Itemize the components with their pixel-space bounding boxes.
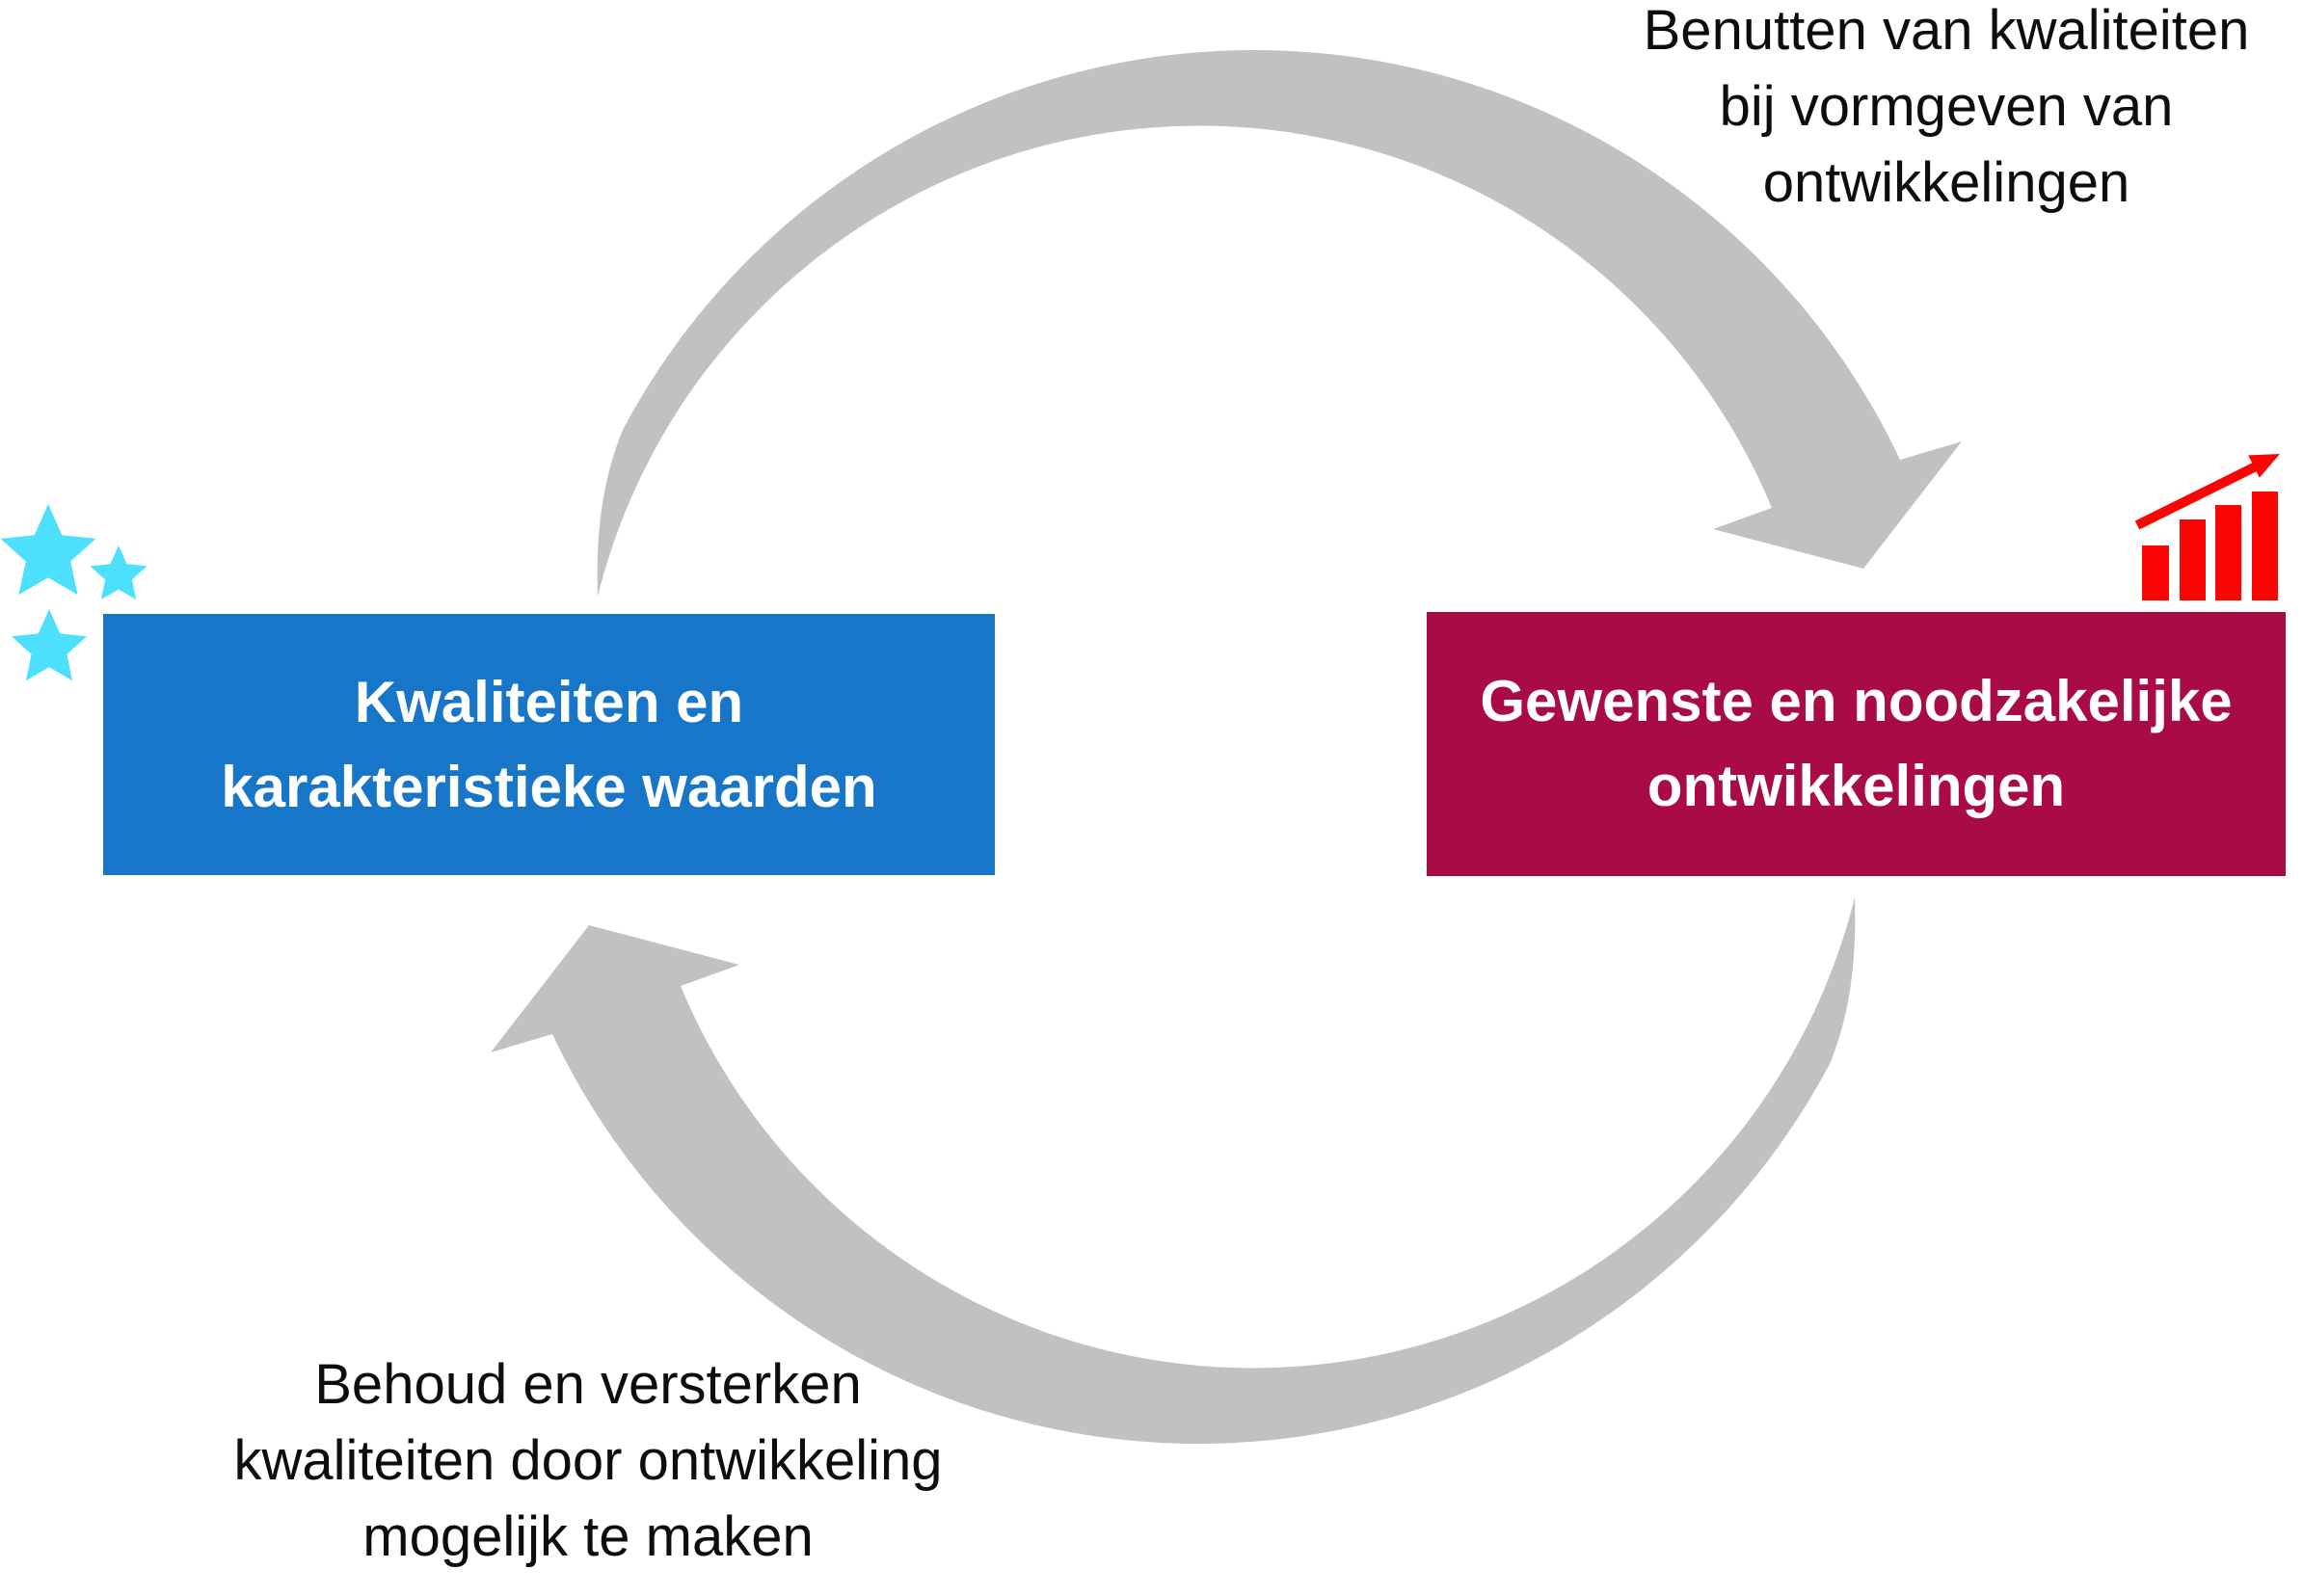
trend-arrow-shaft [2134, 462, 2259, 530]
star-large-icon [0, 504, 96, 596]
top-caption: Benutten van kwaliteiten bij vormgeven v… [1513, 0, 2303, 221]
trend-arrow-head-icon [2248, 454, 2280, 478]
qualities-box-line-2: karakteristieke waarden [221, 754, 877, 819]
bottom-caption-line-3: mogelijk te maken [362, 1505, 814, 1568]
top-caption-line-2: bij vormgeven van [1719, 75, 2174, 138]
stars-icon [0, 504, 147, 681]
qualities-box: Kwaliteiten en karakteristieke waarden [103, 614, 995, 875]
developments-box-line-2: ontwikkelingen [1647, 754, 2066, 818]
bottom-caption-line-2: kwaliteiten door ontwikkeling [233, 1429, 943, 1492]
cycle-arrow-bottom-icon [491, 897, 1856, 1445]
bottom-caption: Behoud en versterken kwaliteiten door on… [58, 1346, 1118, 1575]
top-caption-line-3: ontwikkelingen [1762, 151, 2130, 214]
qualities-box-line-1: Kwaliteiten en [354, 669, 744, 734]
chart-bar-4 [2252, 492, 2278, 600]
developments-box-line-1: Gewenste en noodzakelijke [1480, 669, 2233, 733]
growth-chart-icon [2134, 454, 2280, 600]
bottom-caption-line-1: Behoud en versterken [314, 1353, 862, 1416]
cycle-arrow-top-icon [597, 49, 1962, 597]
chart-bar-3 [2215, 505, 2241, 600]
developments-box: Gewenste en noodzakelijke ontwikkelingen [1427, 612, 2286, 876]
top-caption-line-1: Benutten van kwaliteiten [1643, 0, 2250, 62]
chart-bar-1 [2142, 545, 2169, 600]
chart-bar-2 [2180, 519, 2206, 600]
star-small-icon [90, 545, 147, 600]
star-medium-icon [12, 609, 87, 681]
